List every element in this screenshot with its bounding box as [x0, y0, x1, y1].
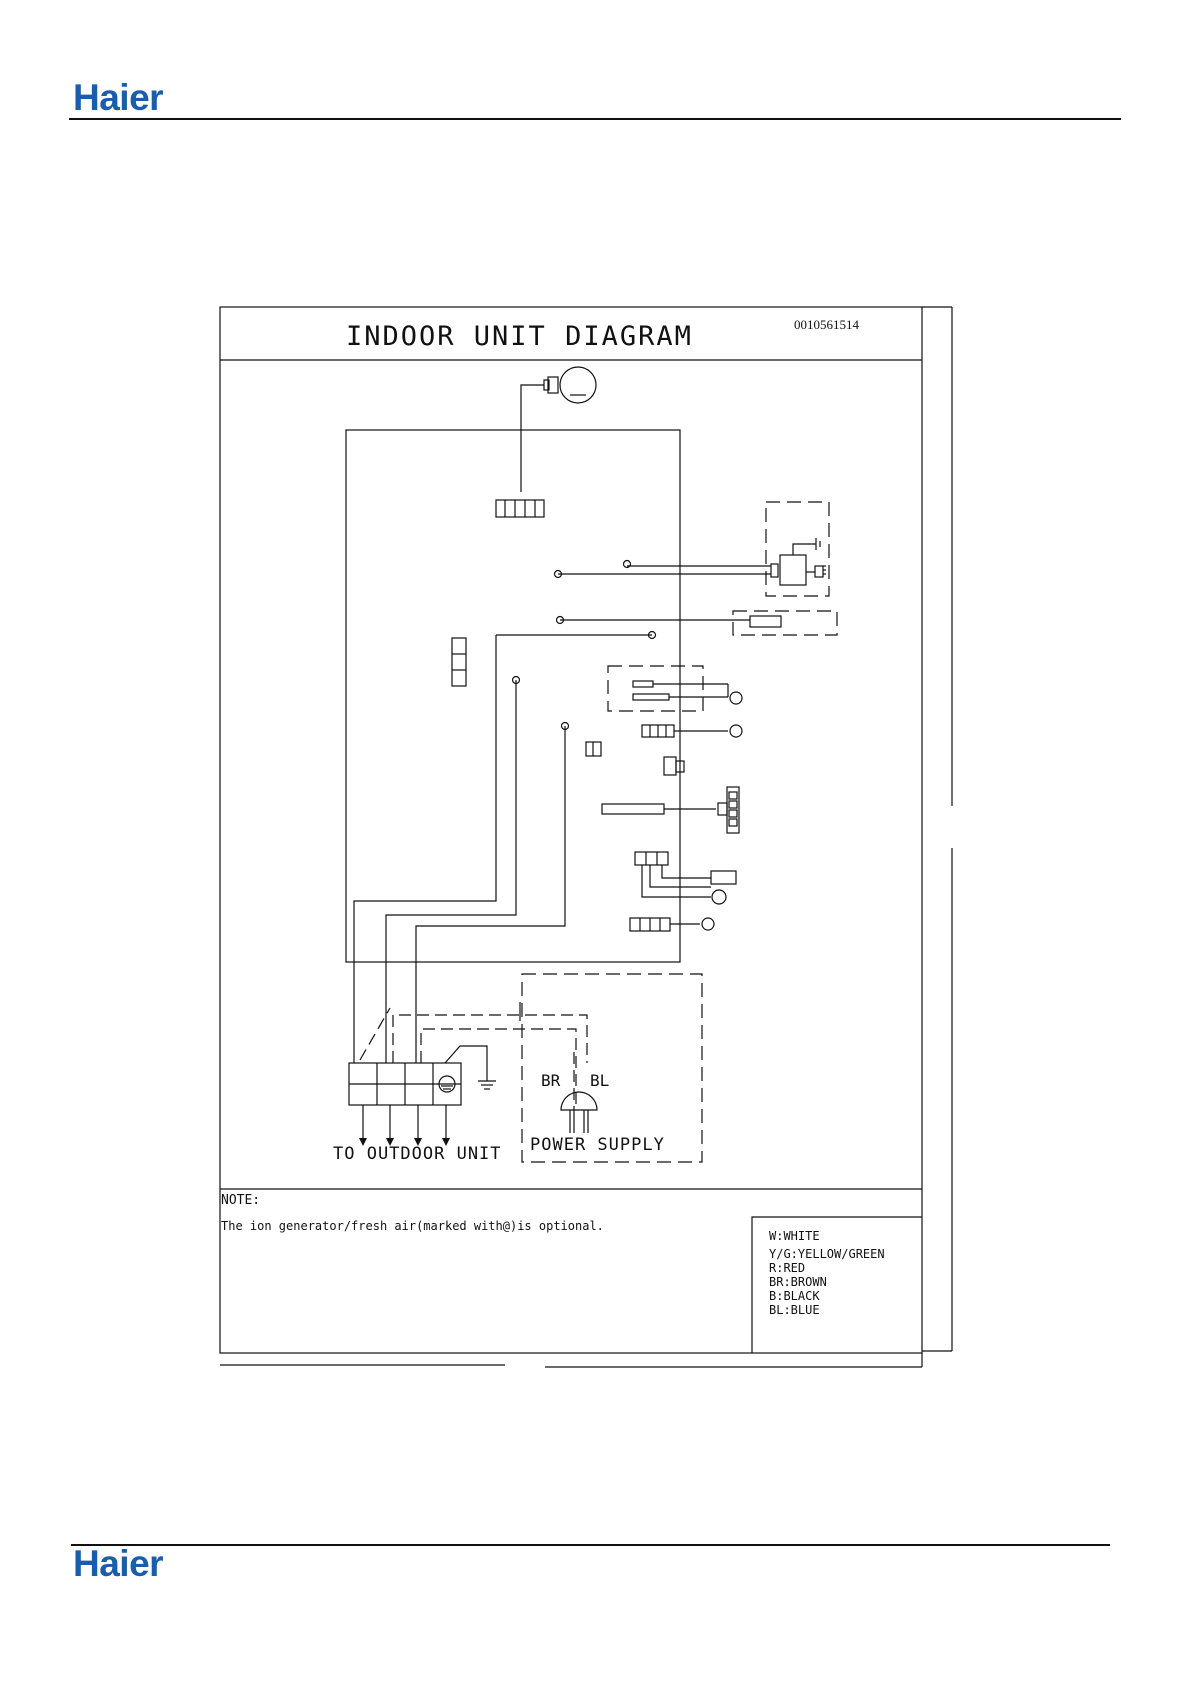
legend-item: BR:BROWN — [769, 1275, 827, 1289]
sensor-box — [733, 611, 837, 635]
fuse-component — [452, 638, 466, 686]
outdoor-arrows — [363, 1105, 446, 1140]
fan-motor-icon — [560, 367, 596, 403]
ion-generator-box — [766, 502, 829, 596]
diagram-title: INDOOR UNIT DIAGRAM — [346, 321, 693, 352]
legend-item: R:RED — [769, 1261, 805, 1275]
display-connector — [602, 804, 664, 814]
stepper-motor-icon — [730, 725, 742, 737]
note-title: NOTE: — [221, 1193, 260, 1208]
power-supply-box — [522, 974, 702, 1162]
br-label: BR — [541, 1071, 561, 1090]
sensor-bulb — [712, 890, 726, 904]
plug-icon — [561, 1092, 597, 1110]
swing-motor-box — [608, 666, 703, 711]
fan-motor-small-icon — [702, 918, 714, 930]
legend-item: Y/G:YELLOW/GREEN — [769, 1247, 885, 1261]
pcb-board — [346, 430, 680, 962]
capacitor-component — [664, 757, 676, 775]
power-supply-label: POWER SUPPLY — [530, 1135, 665, 1155]
legend-item: W:WHITE — [769, 1229, 820, 1243]
haier-logo-bottom: Haier — [73, 1545, 163, 1582]
diagram-frame — [220, 307, 922, 1353]
legend-item: B:BLACK — [769, 1289, 820, 1303]
sensor-connector — [635, 852, 668, 865]
legend-item: BL:BLUE — [769, 1303, 820, 1317]
motor-connector — [496, 500, 544, 517]
footer-rule — [71, 1544, 1110, 1546]
to-outdoor-label: TO OUTDOOR UNIT — [333, 1144, 502, 1164]
swing-motor-icon — [730, 692, 742, 704]
diagram-code: 0010561514 — [794, 317, 860, 332]
note-text: The ion generator/fresh air(marked with@… — [221, 1219, 604, 1233]
bl-label: BL — [590, 1071, 609, 1090]
